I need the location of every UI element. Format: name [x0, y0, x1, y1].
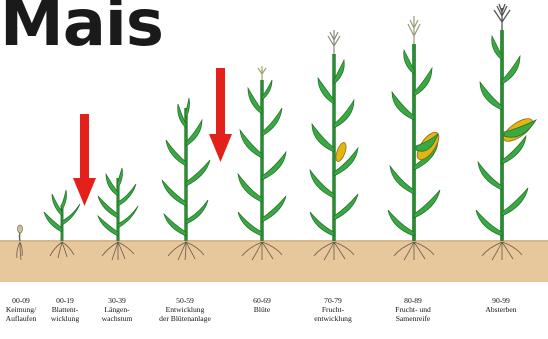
plant-stage-70-79: [310, 30, 358, 260]
stage-label-5: 60-69 Blüte: [227, 296, 297, 314]
stage-name: Frucht- und Samenreife: [378, 305, 448, 323]
stage-name: Längen- wachstum: [82, 305, 152, 323]
plant-stage-80-89: [388, 16, 443, 260]
stage-code: 80-89: [378, 296, 448, 305]
stage-code: 70-79: [298, 296, 368, 305]
stage-name: Blüte: [227, 305, 297, 314]
stage-label-3: 30-39 Längen- wachstum: [82, 296, 152, 323]
soil-band: [0, 240, 548, 282]
stage-name: Entwicklung der Blütenanlage: [150, 305, 220, 323]
red-arrow-down-icon: [209, 68, 232, 162]
stage-label-6: 70-79 Frucht- entwicklung: [298, 296, 368, 323]
stage-code: 30-39: [82, 296, 152, 305]
stage-code: 50-59: [150, 296, 220, 305]
page-title: Mais: [0, 0, 163, 56]
plant-stage-90-99: [476, 4, 536, 260]
stage-code: 90-99: [466, 296, 536, 305]
stage-code: 60-69: [227, 296, 297, 305]
red-arrow-down-icon: [73, 114, 96, 206]
stage-name: Absterben: [466, 305, 536, 314]
stage-label-4: 50-59 Entwicklung der Blütenanlage: [150, 296, 220, 323]
stage-label-7: 80-89 Frucht- und Samenreife: [378, 296, 448, 323]
plant-stage-60-69: [238, 66, 286, 260]
stage-name: Frucht- entwicklung: [298, 305, 368, 323]
stage-label-8: 90-99 Absterben: [466, 296, 536, 314]
plant-stage-50-59: [162, 98, 210, 260]
